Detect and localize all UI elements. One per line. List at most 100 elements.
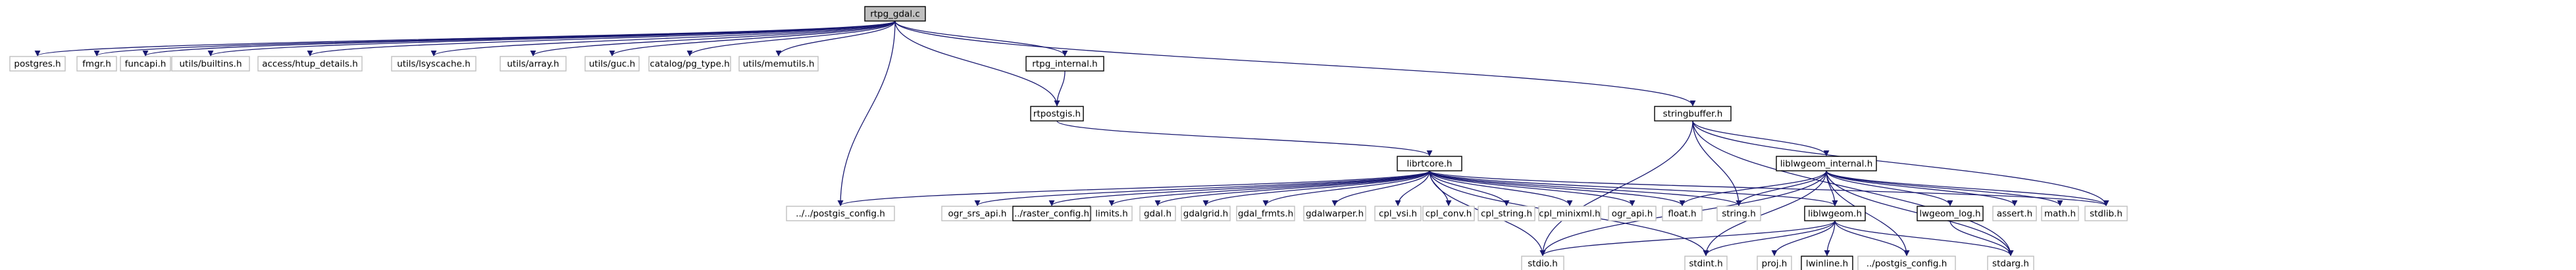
edge-librtcore-h-to-string-h [1429, 170, 1742, 206]
node-box [1303, 206, 1366, 221]
node-box [786, 206, 895, 221]
node-box [1538, 206, 1601, 221]
node-box [1662, 206, 1703, 221]
node-box [1236, 206, 1295, 221]
node-lwinline-h[interactable]: lwinline.h [1801, 256, 1853, 270]
node-label: lwgeom_log.h [1919, 209, 1980, 219]
edge-librtcore-h-to-gdal-h [1154, 170, 1430, 206]
node-utils-builtins-h: utils/builtins.h [171, 56, 250, 72]
edge-liblwgeom-h-to-stdarg-h [1834, 220, 2014, 256]
node-rtpg-internal-h[interactable]: rtpg_internal.h [1025, 56, 1104, 72]
node-gdalgrid-h: gdalgrid.h [1181, 206, 1231, 221]
node-label: stdlib.h [2090, 209, 2123, 219]
node-rtpg-gdal-c[interactable]: rtpg_gdal.c [864, 6, 926, 22]
node-funcapi-h: funcapi.h [120, 56, 171, 72]
edge-stringbuffer-h-to-stdarg-h [1692, 120, 2014, 256]
node-liblwgeom-internal-h[interactable]: liblwgeom_internal.h [1776, 156, 1877, 171]
edge-librtcore-h-to-limits-h [1108, 170, 1430, 206]
node-fmgr-h: fmgr.h [76, 56, 117, 72]
node-box [1478, 206, 1535, 221]
edge-rtpg-gdal-c-to-postgres-h [34, 20, 896, 56]
node-box [1374, 206, 1422, 221]
edge-librtcore-h-to-ogr-srs-api-h [974, 170, 1430, 206]
node-label: cpl_conv.h [1426, 209, 1472, 219]
node-box [1684, 256, 1728, 270]
node-box [257, 56, 363, 72]
node-gdalwarper-h: gdalwarper.h [1303, 206, 1366, 221]
edge-stringbuffer-h-to-liblwgeom-internal-h [1692, 120, 1830, 156]
node-lwgeom-log-h[interactable]: lwgeom_log.h [1917, 206, 1984, 221]
node-label: math.h [2044, 209, 2076, 219]
node-label: postgres.h [14, 59, 61, 70]
node-label: cpl_string.h [1481, 209, 1532, 219]
node-cpl-vsi-h: cpl_vsi.h [1374, 206, 1422, 221]
node-label: lwinline.h [1806, 259, 1848, 269]
node-label: ../../postgis_config.h [796, 209, 885, 219]
edge-librtcore-h-to-ogr-api-h [1429, 170, 1636, 206]
edge-liblwgeom-internal-h-to-postgis-config-h [1826, 170, 1910, 256]
node-label: catalog/pg_type.h [650, 59, 729, 70]
node-label: stdarg.h [1992, 259, 2029, 269]
node-box [1139, 206, 1176, 221]
node-label: cpl_vsi.h [1379, 209, 1417, 219]
node-label: gdal.h [1144, 209, 1172, 219]
node-stdlib-h: stdlib.h [2084, 206, 2128, 221]
node-limits-h: limits.h [1091, 206, 1133, 221]
node-label: rtpg_gdal.c [870, 9, 920, 20]
edge-rtpg-gdal-c-to-access-htup-details-h [307, 20, 896, 56]
node-gdal-h: gdal.h [1139, 206, 1176, 221]
node-catalog-pg-type-h: catalog/pg_type.h [648, 56, 731, 72]
edge-rtpg-gdal-c-to-rtpg-internal-h [894, 20, 1068, 56]
node-box [1608, 206, 1657, 221]
node-liblwgeom-h[interactable]: liblwgeom.h [1804, 206, 1866, 221]
edge-rtpg-gdal-c-to-stringbuffer-h [894, 20, 1696, 106]
node-box [1857, 256, 1956, 270]
edge-rtpg-gdal-c-to-utils-lsyscache-h [430, 20, 896, 56]
node-utils-memutils-h: utils/memutils.h [738, 56, 819, 72]
node-utils-guc-h: utils/guc.h [584, 56, 640, 72]
node-stdint-h: stdint.h [1684, 256, 1728, 270]
node-label: string.h [1722, 209, 1756, 219]
edge-liblwgeom-internal-h-to-math-h [1826, 170, 2063, 206]
edge-liblwgeom-internal-h-to-float-h [1679, 170, 1827, 206]
node-box [864, 6, 926, 22]
node-label: utils/lsyscache.h [397, 59, 471, 70]
node-string-h: string.h [1716, 206, 1761, 221]
node-box [1025, 56, 1104, 72]
edge-rtpg-gdal-c-to-utils-builtins-h [207, 20, 896, 56]
node-box [584, 56, 640, 72]
node-box [76, 56, 117, 72]
edge-librtcore-h-to-stdlib-h [1429, 170, 2109, 206]
edge-liblwgeom-h-to-stdint-h [1703, 220, 1836, 256]
node-postgis-config-h: ../postgis_config.h [1857, 256, 1956, 270]
node-postgis-config-h: ../../postgis_config.h [786, 206, 895, 221]
node-utils-lsyscache-h: utils/lsyscache.h [391, 56, 477, 72]
edge-rtpg-gdal-c-to-utils-memutils-h [775, 20, 896, 56]
node-proj-h: proj.h [1757, 256, 1792, 270]
edge-liblwgeom-h-to-postgis-config-h [1834, 220, 1910, 256]
node-librtcore-h[interactable]: librtcore.h [1397, 156, 1462, 171]
edge-librtcore-h-to-liblwgeom-h [1429, 170, 1838, 206]
node-box [1012, 206, 1091, 221]
node-stringbuffer-h[interactable]: stringbuffer.h [1654, 106, 1732, 122]
node-box [1776, 156, 1877, 171]
edge-rtpostgis-h-to-librtcore-h [1056, 120, 1433, 156]
node-rtpostgis-h[interactable]: rtpostgis.h [1030, 106, 1084, 122]
node-label: gdalgrid.h [1183, 209, 1228, 219]
edge-liblwgeom-internal-h-to-assert-h [1826, 170, 2018, 206]
edge-liblwgeom-h-to-stdio-h [1539, 220, 1836, 256]
edge-liblwgeom-h-to-proj-h [1771, 220, 1836, 256]
node-label: ../raster_config.h [1014, 209, 1089, 219]
edge-rtpg-gdal-c-to-catalog-pg-type-h [686, 20, 896, 56]
node-box [1521, 256, 1564, 270]
node-label: utils/builtins.h [179, 59, 242, 70]
node-box [1030, 106, 1084, 122]
node-box [9, 56, 66, 72]
node-raster-config-h[interactable]: ../raster_config.h [1012, 206, 1091, 221]
node-label: access/htup_details.h [262, 59, 358, 70]
edge-rtpg-internal-h-to-rtpostgis-h [1054, 70, 1066, 106]
node-box [1397, 156, 1462, 171]
node-cpl-minixml-h: cpl_minixml.h [1538, 206, 1601, 221]
